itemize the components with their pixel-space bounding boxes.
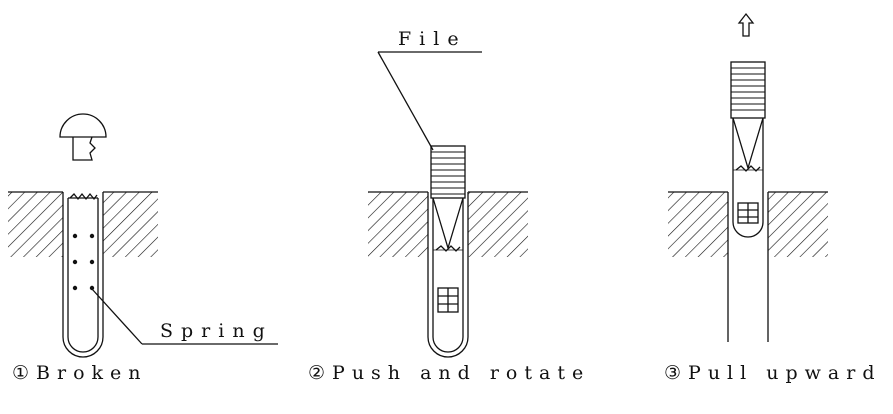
spring-leader [91, 288, 143, 345]
step-3-pull-upward-figure [668, 12, 828, 342]
step-2-caption: ②Push and rotate [308, 362, 591, 384]
step-1-caption: ①Broken [12, 362, 148, 384]
file-label: File [398, 28, 467, 50]
file-tip [432, 197, 464, 251]
broken-edge [69, 192, 98, 201]
step-3-caption: ③Pull upward [664, 362, 882, 384]
file-leader [377, 51, 434, 151]
up-arrow-icon [737, 12, 755, 37]
file-teeth [731, 67, 765, 111]
file-body [430, 145, 466, 199]
pin-sleeve [432, 198, 464, 353]
ground-hatch-right [468, 192, 528, 257]
ground-hatch-left [368, 192, 428, 257]
spring-coils [72, 233, 95, 291]
pin-sleeve [67, 198, 99, 353]
file-body [730, 61, 766, 119]
broken-pin-head [59, 113, 107, 138]
pin-sleeve [732, 118, 764, 238]
ground-hatch-left [8, 192, 63, 257]
step-1-broken-figure [8, 113, 278, 358]
file-tip [732, 117, 764, 171]
broken-pin-stub [72, 136, 96, 161]
bore [427, 192, 469, 358]
ground-hatch-left [668, 192, 728, 257]
step-2-push-rotate-figure [368, 51, 528, 358]
ground-hatch-right [768, 192, 828, 257]
ground-hatch-right [103, 192, 158, 257]
bore [62, 192, 104, 358]
spring-label: Spring [160, 320, 273, 342]
file-teeth [431, 151, 465, 195]
